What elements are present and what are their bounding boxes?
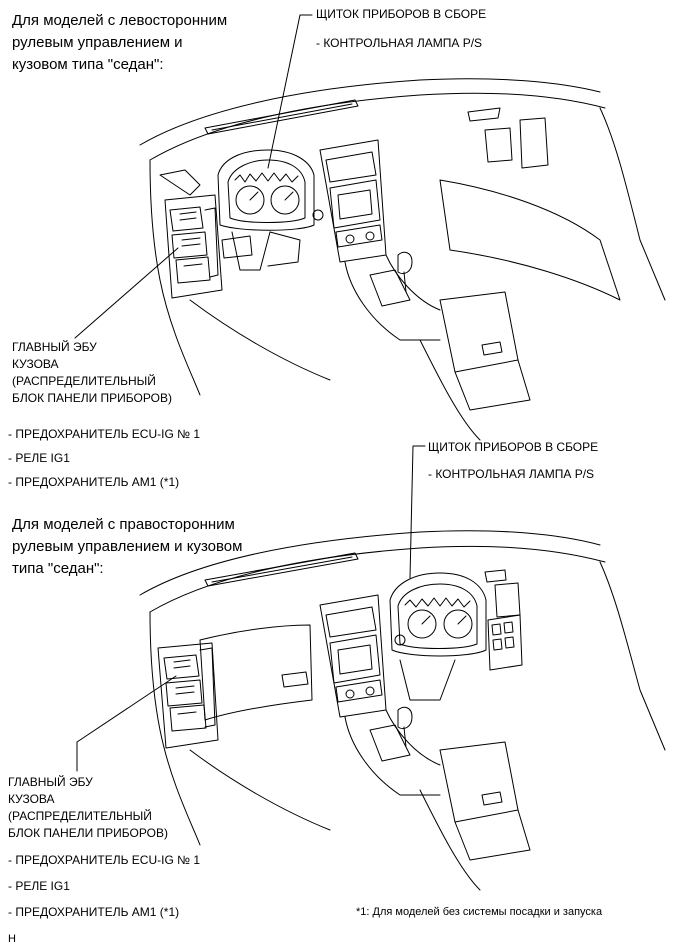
bottom-ecu-item-relay-ig1: - РЕЛЕ IG1 bbox=[8, 879, 70, 893]
bottom-cluster-sublabel: - КОНТРОЛЬНАЯ ЛАМПА P/S bbox=[428, 467, 595, 481]
bottom-dashboard-drawing bbox=[139, 530, 666, 891]
corner-mark: H bbox=[8, 933, 16, 945]
footnote: *1: Для моделей без системы посадки и за… bbox=[356, 906, 603, 918]
top-left-vent-icon bbox=[159, 169, 201, 196]
top-heading-line-1: Для моделей с левосторонним bbox=[12, 12, 228, 29]
top-ecu-label-line-4: БЛОК ПАНЕЛИ ПРИБОРОВ) bbox=[12, 391, 172, 405]
bottom-ecu-label-line-3: (РАСПРЕДЕЛИТЕЛЬНЫЙ bbox=[8, 809, 152, 823]
top-ecu-label-line-1: ГЛАВНЫЙ ЭБУ bbox=[12, 340, 97, 354]
top-ecu-block-icon bbox=[169, 206, 204, 232]
top-cluster-label: ЩИТОК ПРИБОРОВ В СБОРЕ bbox=[316, 7, 487, 21]
top-ecu-item-fuse-am1: - ПРЕДОХРАНИТЕЛЬ AM1 (*1) bbox=[8, 475, 180, 489]
top-right-vent-icon bbox=[519, 117, 549, 169]
bottom-right-vent-icon bbox=[494, 582, 521, 618]
top-cluster-leader bbox=[267, 14, 313, 169]
bottom-ecu-item-fuse-ecu-ig: - ПРЕДОХРАНИТЕЛЬ ECU-IG № 1 bbox=[8, 853, 201, 867]
top-ecu-label-line-2: КУЗОВА bbox=[12, 357, 59, 371]
bottom-heading-line-2: рулевым управлением и кузовом bbox=[12, 538, 243, 555]
top-ecu-label-line-3: (РАСПРЕДЕЛИТЕЛЬНЫЙ bbox=[12, 374, 156, 388]
bottom-ecu-label-line-1: ГЛАВНЫЙ ЭБУ bbox=[8, 775, 93, 789]
top-heading-line-3: кузовом типа "седан": bbox=[12, 56, 164, 73]
top-cluster-sublabel: - КОНТРОЛЬНАЯ ЛАМПА P/S bbox=[316, 36, 483, 50]
bottom-ecu-item-fuse-am1: - ПРЕДОХРАНИТЕЛЬ AM1 (*1) bbox=[8, 905, 180, 919]
bottom-ecu-label-line-4: БЛОК ПАНЕЛИ ПРИБОРОВ) bbox=[8, 826, 168, 840]
bottom-ecu-block-icon bbox=[163, 654, 200, 680]
top-dashboard-drawing bbox=[139, 78, 666, 441]
bottom-cluster-label: ЩИТОК ПРИБОРОВ В СБОРЕ bbox=[428, 440, 599, 454]
top-ecu-leader bbox=[74, 247, 179, 339]
bottom-heading-line-3: типа "седан": bbox=[12, 560, 104, 577]
top-ecu-item-relay-ig1: - РЕЛЕ IG1 bbox=[8, 451, 70, 465]
top-heading-line-2: рулевым управлением и bbox=[12, 34, 183, 51]
bottom-left-vent-icon bbox=[281, 671, 309, 688]
bottom-ecu-label-line-2: КУЗОВА bbox=[8, 792, 55, 806]
bottom-heading-line-1: Для моделей с правосторонним bbox=[12, 516, 235, 533]
bottom-ecu-leader bbox=[76, 675, 177, 772]
top-ecu-item-fuse-ecu-ig: - ПРЕДОХРАНИТЕЛЬ ECU-IG № 1 bbox=[8, 427, 201, 441]
bottom-cluster-leader bbox=[409, 445, 426, 579]
